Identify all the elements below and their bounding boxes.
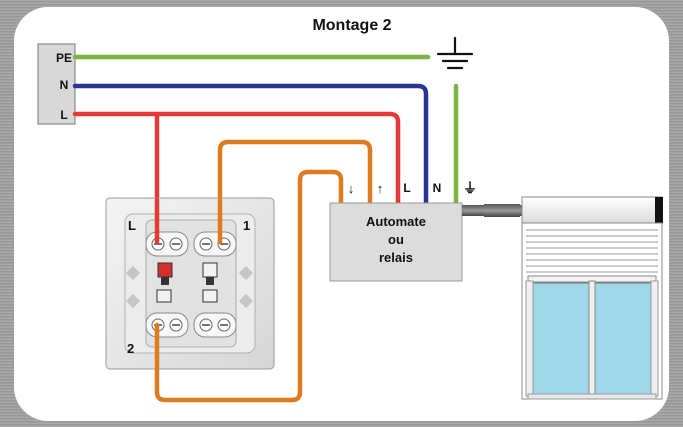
switch-terminal-l — [145, 231, 189, 257]
shutter-slats — [526, 229, 658, 273]
terminal-pe-label: PE — [56, 51, 72, 65]
switch-contact-red — [157, 262, 173, 278]
control-wire-up — [217, 139, 373, 245]
earth-symbol-icon: ⏚ — [463, 180, 477, 196]
shutter-box — [521, 196, 663, 224]
switch-terminal-1 — [193, 231, 237, 257]
earth-ground-icon — [436, 36, 474, 70]
neutral-wire — [72, 83, 429, 206]
automate-line-1: Automate — [366, 214, 426, 229]
control-wire-down — [154, 169, 344, 403]
automate-terminal-n: N — [433, 181, 442, 195]
roller-shutter-switch: L 1 2 — [105, 197, 275, 370]
automate-line-2: ou — [388, 232, 404, 247]
automate-terminal-l: L — [403, 181, 410, 195]
automate-line-3: relais — [379, 250, 413, 265]
switch-label-l: L — [128, 218, 136, 233]
roller-shutter-window — [521, 196, 663, 400]
terminal-l-label: L — [60, 108, 67, 122]
live-wire — [72, 111, 401, 206]
automate-box: Automate ou relais — [329, 202, 463, 282]
window-pane-right — [594, 282, 652, 395]
terminal-block: PE N L — [37, 43, 76, 125]
terminal-down-arrow: ↓ — [348, 181, 355, 196]
window-pane-left — [532, 282, 590, 395]
switch-terminal-unused — [193, 312, 237, 338]
switch-label-2: 2 — [127, 341, 134, 356]
switch-label-1: 1 — [243, 218, 250, 233]
terminal-up-arrow: ↑ — [377, 181, 384, 196]
diagram-title: Montage 2 — [312, 17, 391, 34]
switch-terminal-2 — [145, 312, 189, 338]
terminal-n-label: N — [60, 78, 69, 92]
switch-contact — [202, 262, 218, 278]
